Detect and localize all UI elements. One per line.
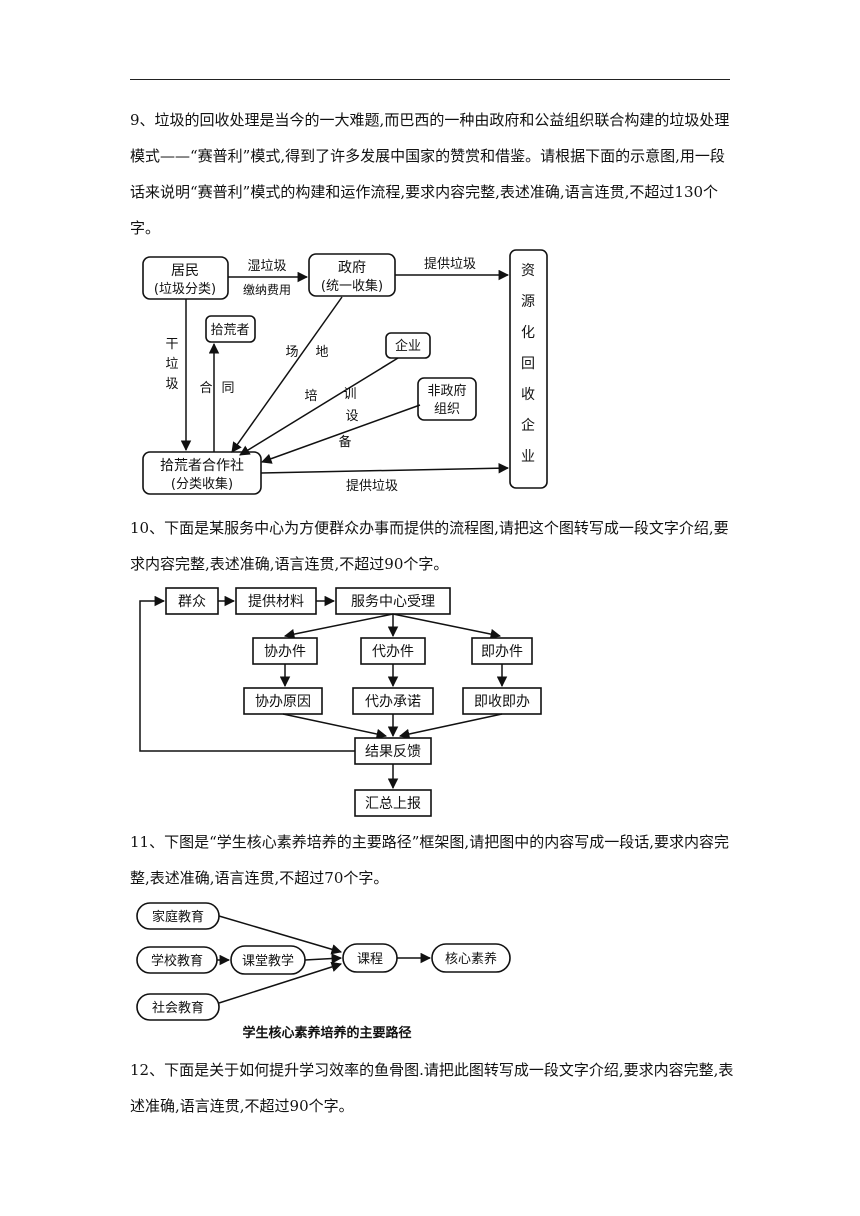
resident-label: 居民 [171,263,199,279]
resident-sub: (垃圾分类) [154,282,216,297]
instant-box [471,637,533,665]
contract-char-1: 合 [199,381,212,396]
arrow-training [239,357,399,456]
arrow-family-course [218,915,343,955]
course-label: 课程 [357,952,383,967]
proxy-promise-box [352,687,434,715]
ngo-label-2: 组织 [434,402,460,417]
assist-label: 协办件 [264,644,306,660]
coop-sub: (分类收集) [171,476,233,492]
social-edu-label: 社会教育 [152,1000,204,1016]
provide-garbage-bottom: 提供垃圾 [346,478,398,494]
ngo-box [417,377,477,421]
site-char-1: 场 [285,345,298,360]
wet-garbage-label: 湿垃圾 [247,259,286,274]
instant-do-label: 即收即办 [474,694,530,710]
arrow-classroom-course [304,953,343,964]
core-box [431,943,511,973]
training-char-1: 培 [304,388,317,404]
contract-char-2: 同 [221,381,234,396]
proxy-promise-label: 代办承诺 [365,694,421,710]
arrow-do-feedback [398,713,503,740]
arrow-coop-recycler [260,462,510,474]
dry-garbage-label: 干垃圾 [165,337,178,392]
assist-reason-label: 协办原因 [255,694,311,710]
core-label: 核心素养 [445,951,497,967]
site-char-2: 地 [315,345,328,360]
arrow-social-course [218,961,343,1004]
arrow-reason-feedback [282,713,388,740]
scavenger-label: 拾荒者 [210,323,249,338]
proxy-label: 代办件 [372,644,414,660]
arrow-feedback-loop [139,595,355,752]
report-box [354,789,432,817]
instant-label: 即办件 [481,644,523,660]
question-10-text: 10、下面是某服务中心为方便群众办事而提供的流程图,请把这个图转写成一段文字介绍… [130,519,729,573]
classroom-label: 课堂教学 [242,953,294,969]
instant-do-box [462,687,542,715]
school-edu-label: 学校教育 [151,953,203,969]
arrow-site [231,296,343,453]
enterprise-label: 企业 [395,338,421,354]
social-edu-box [136,993,220,1021]
recycler-label: 资源化回收企业 [521,263,535,465]
accept-label: 服务中心受理 [351,594,435,610]
government-sub: (统一收集) [321,278,383,294]
equipment-char-1: 设 [345,409,358,424]
question-11-text: 11、下图是“学生核心素养培养的主要路径”框架图,请把图中的内容写成一段话,要求… [130,833,729,887]
masses-label: 群众 [178,594,206,610]
arrow-accept-instant [392,613,502,640]
fee-label: 缴纳费用 [243,282,291,297]
header-rule [130,79,730,80]
training-char-2: 训 [343,387,356,402]
coop-label: 拾荒者合作社 [160,458,244,474]
provide-garbage-top: 提供垃圾 [424,256,476,272]
recycler-box [509,249,548,489]
family-edu-label: 家庭教育 [152,909,204,925]
diagram-caption: 学生核心素养培养的主要路径 [242,1025,411,1041]
government-label: 政府 [338,260,366,276]
scavenger-box [205,315,256,343]
arrow-equipment [261,404,421,464]
materials-label: 提供材料 [248,594,304,610]
report-label: 汇总上报 [365,796,421,812]
feedback-label: 结果反馈 [365,744,421,760]
question-12-text: 12、下面是关于如何提升学习效率的鱼骨图.请把此图转写成一段文字介绍,要求内容完… [130,1061,734,1115]
arrow-accept-assist [283,613,394,640]
assist-box [252,637,318,665]
ngo-label-1: 非政府 [427,384,466,399]
equipment-char-2: 备 [338,434,351,450]
enterprise-box [385,332,431,359]
question-9-text: 9、垃圾的回收处理是当今的一大难题,而巴西的一种由政府和公益组织联合构建的垃圾处… [130,111,730,237]
